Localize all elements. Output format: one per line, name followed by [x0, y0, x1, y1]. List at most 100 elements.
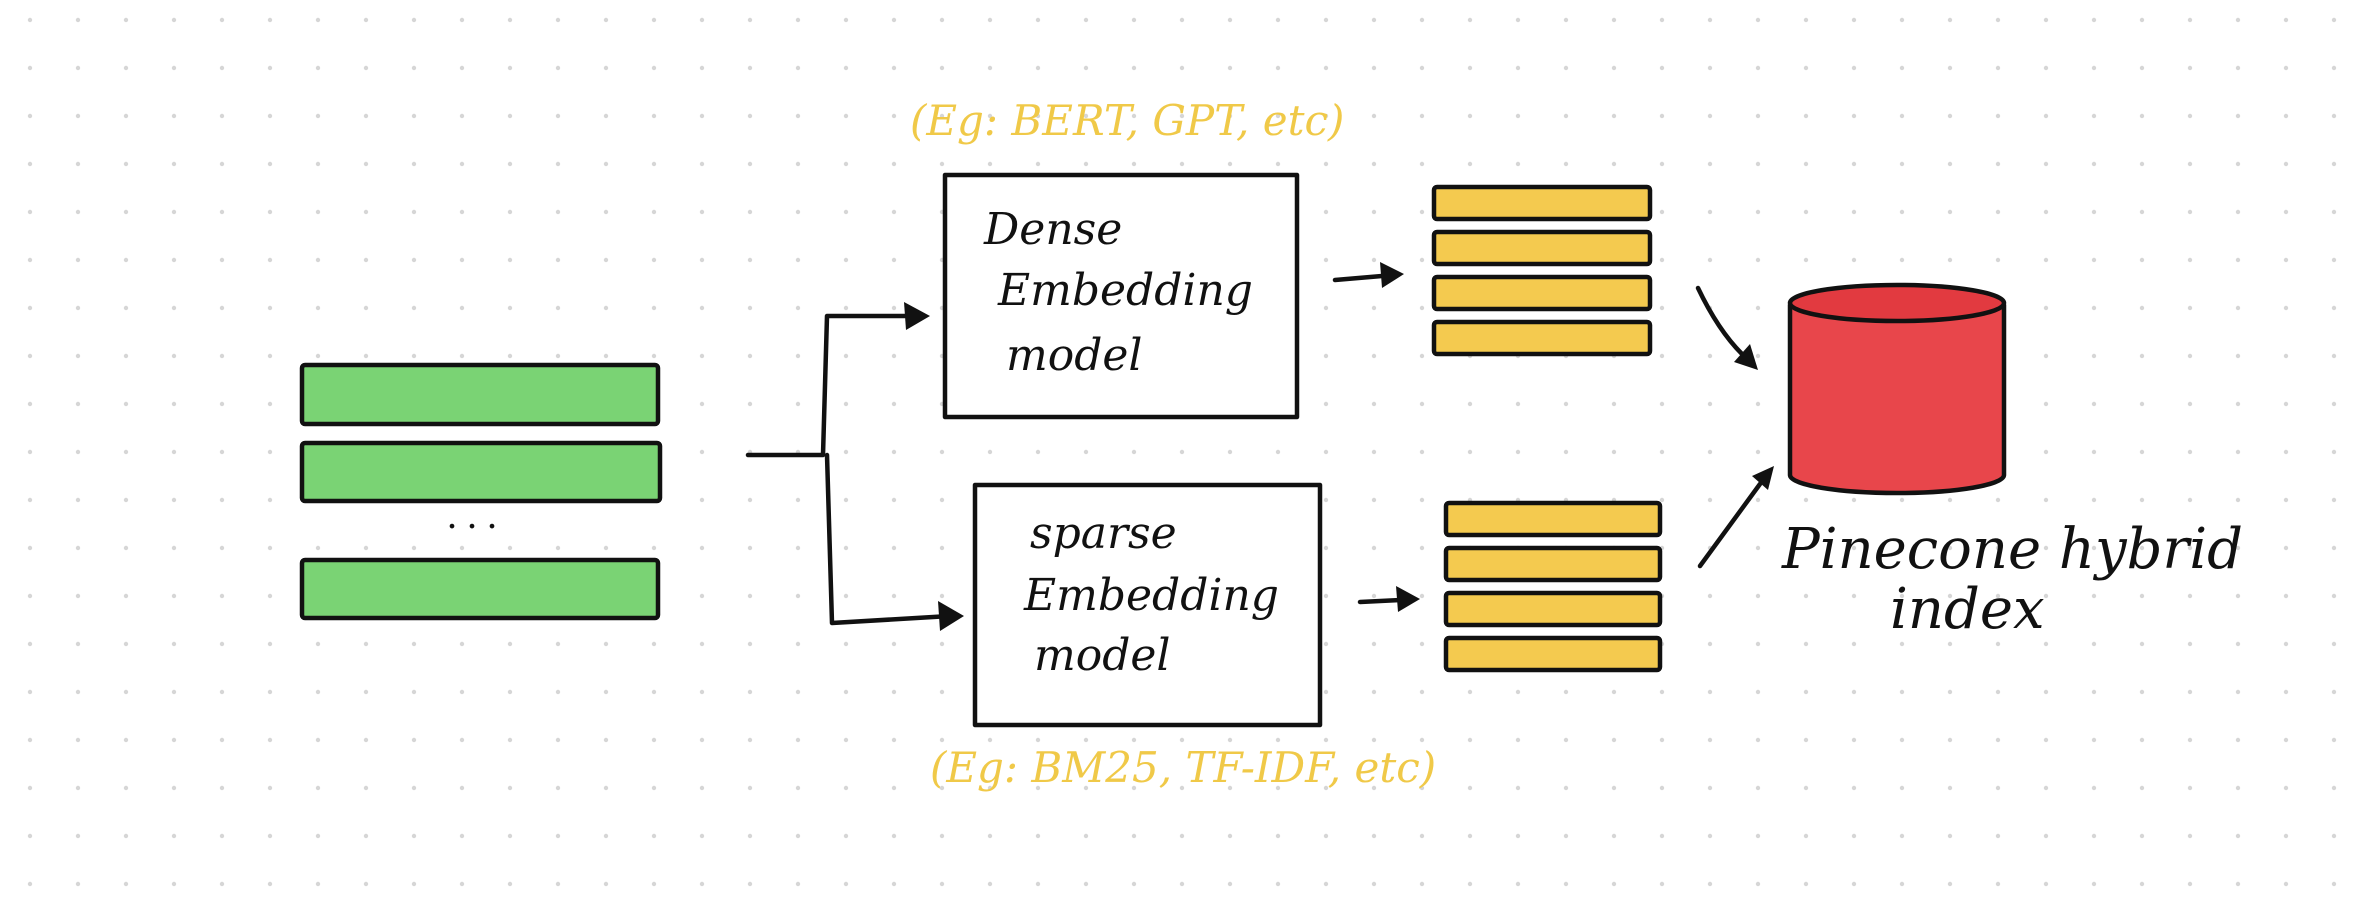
grid-dot [1323, 593, 1329, 599]
arrow-line [1697, 481, 1763, 569]
grid-dot [1323, 737, 1329, 743]
grid-dot [1659, 65, 1665, 71]
grid-dot [843, 257, 849, 263]
grid-dot [123, 689, 129, 695]
grid-dot [2331, 209, 2337, 215]
grid-dot [2043, 113, 2049, 119]
grid-dot [987, 833, 993, 839]
grid-dot [651, 65, 657, 71]
grid-dot [27, 161, 33, 167]
grid-dot [1419, 65, 1425, 71]
grid-dot [2139, 833, 2145, 839]
grid-dot [1371, 161, 1377, 167]
grid-dot [603, 305, 609, 311]
grid-dot [2139, 305, 2145, 311]
grid-dot [459, 161, 465, 167]
grid-dot [1227, 161, 1233, 167]
grid-dot [843, 65, 849, 71]
grid-dot [75, 737, 81, 743]
grid-dot [75, 65, 81, 71]
grid-dot [1371, 209, 1377, 215]
grid-dot [795, 209, 801, 215]
grid-dot [1803, 641, 1809, 647]
grid-dot [1467, 161, 1473, 167]
grid-dot [507, 113, 513, 119]
grid-dot [267, 497, 273, 503]
grid-dot [1371, 593, 1377, 599]
grid-dot [747, 737, 753, 743]
grid-dot [507, 545, 513, 551]
grid-dot [2187, 641, 2193, 647]
grid-dot [891, 497, 897, 503]
grid-dot [1419, 881, 1425, 887]
grid-dot [1323, 545, 1329, 551]
grid-dot [939, 17, 945, 23]
grid-dot [2139, 737, 2145, 743]
grid-dot [1755, 401, 1761, 407]
grid-dot [1755, 65, 1761, 71]
grid-dot [2139, 113, 2145, 119]
grid-dot [219, 545, 225, 551]
grid-dot [843, 593, 849, 599]
grid-dot [315, 785, 321, 791]
grid-dot [1371, 17, 1377, 23]
grid-dot [1851, 161, 1857, 167]
grid-dot [1851, 65, 1857, 71]
grid-dot [219, 689, 225, 695]
grid-dot [795, 545, 801, 551]
grid-dot [747, 257, 753, 263]
grid-dot [1515, 17, 1521, 23]
grid-dot [2283, 113, 2289, 119]
grid-dot [2187, 17, 2193, 23]
grid-dot [219, 161, 225, 167]
grid-dot [1659, 161, 1665, 167]
grid-dot [747, 65, 753, 71]
grid-dot [75, 209, 81, 215]
grid-dot [2187, 881, 2193, 887]
grid-dot [219, 449, 225, 455]
grid-dot [651, 881, 657, 887]
grid-dot [2043, 401, 2049, 407]
grid-dot [363, 785, 369, 791]
grid-dot [411, 545, 417, 551]
grid-dot [2139, 497, 2145, 503]
grid-dot [1899, 497, 1905, 503]
grid-dot [219, 833, 225, 839]
grid-dot [411, 257, 417, 263]
grid-dot [1419, 641, 1425, 647]
grid-dot [603, 257, 609, 263]
grid-dot [2187, 65, 2193, 71]
grid-dot [1467, 65, 1473, 71]
grid-dot [219, 353, 225, 359]
grid-dot [1611, 17, 1617, 23]
grid-dot [1755, 257, 1761, 263]
grid-dot [219, 881, 225, 887]
grid-dot [555, 353, 561, 359]
grid-dot [1419, 449, 1425, 455]
grid-dot [315, 737, 321, 743]
grid-dot [1275, 17, 1281, 23]
grid-dot [1323, 497, 1329, 503]
grid-dot [75, 161, 81, 167]
grid-dot [2091, 593, 2097, 599]
grid-dot [2043, 161, 2049, 167]
grid-dot [1371, 65, 1377, 71]
grid-dot [1755, 209, 1761, 215]
grid-dot [123, 161, 129, 167]
sparse-vector-bar [1443, 635, 1663, 673]
grid-dot [1227, 833, 1233, 839]
grid-dot [1467, 833, 1473, 839]
grid-dot [1803, 545, 1809, 551]
grid-dot [1611, 161, 1617, 167]
dense-embedding-model-box [942, 172, 1300, 420]
grid-dot [1995, 209, 2001, 215]
grid-dot [1227, 785, 1233, 791]
grid-dot [1563, 833, 1569, 839]
grid-dot [171, 257, 177, 263]
grid-dot [795, 17, 801, 23]
grid-dot [1035, 785, 1041, 791]
grid-dot [27, 209, 33, 215]
grid-dot [1323, 65, 1329, 71]
grid-dot [891, 641, 897, 647]
grid-dot [171, 449, 177, 455]
